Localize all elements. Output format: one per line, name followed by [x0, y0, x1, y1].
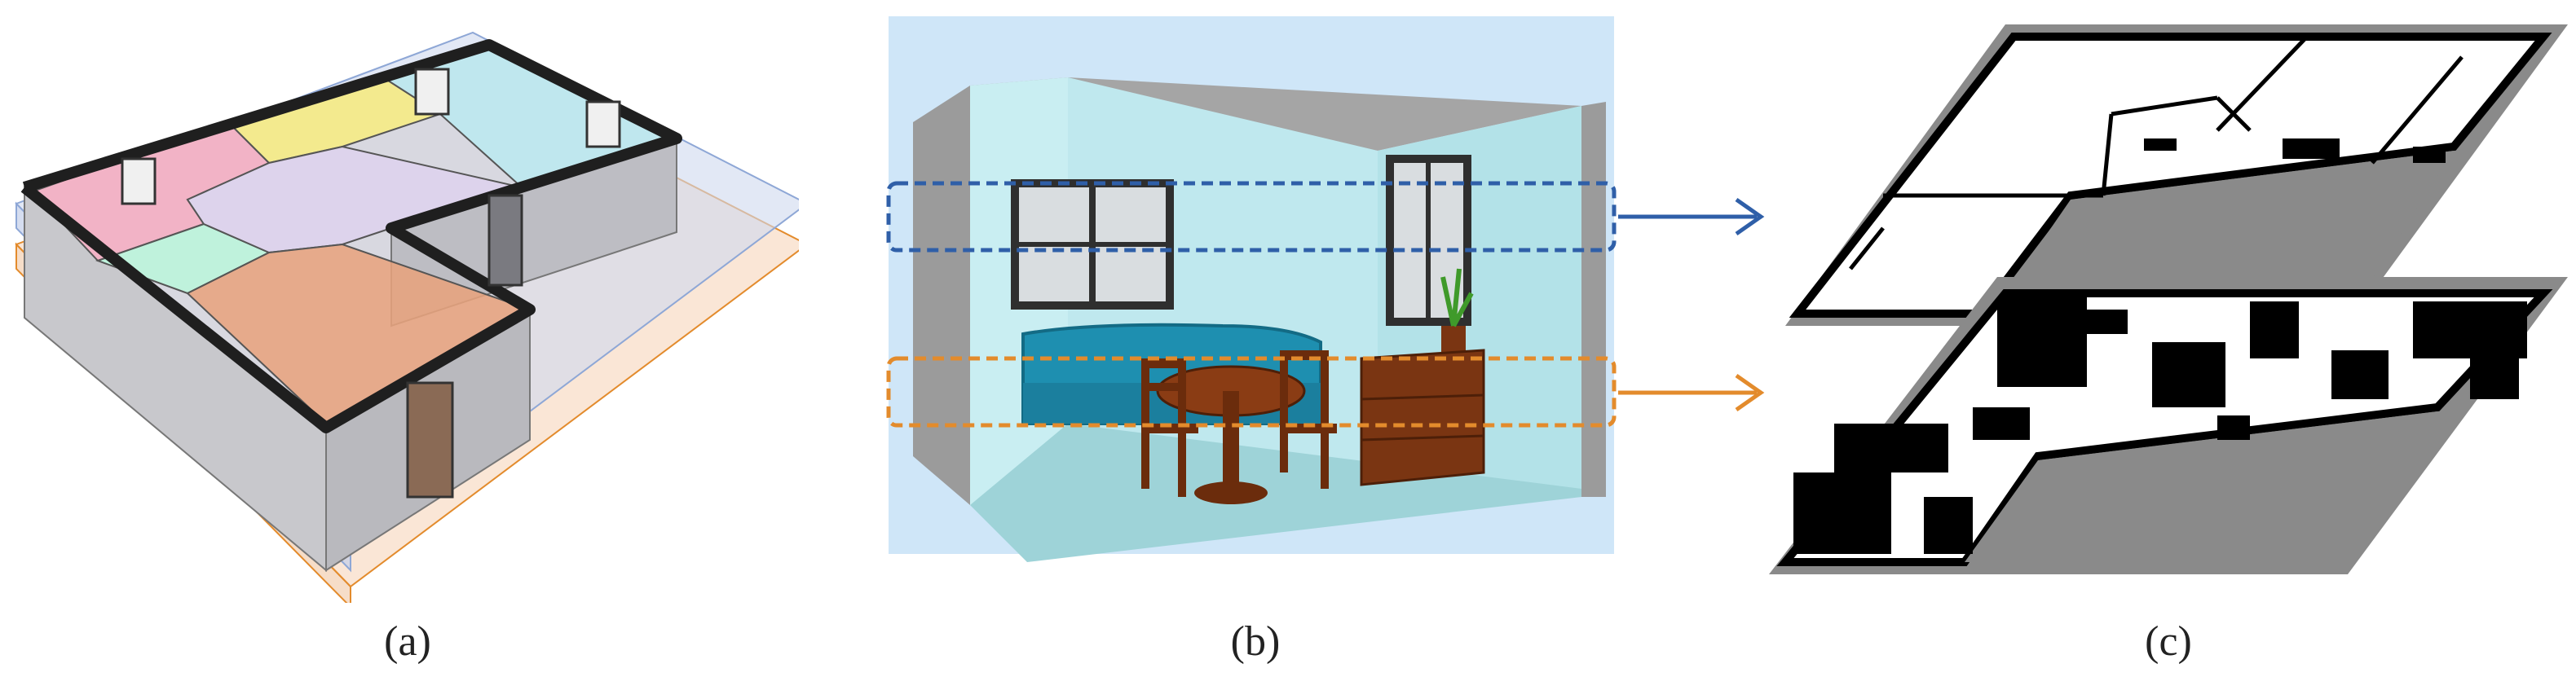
upper-slice-box [886, 181, 1617, 253]
scene-left-wall-outer [913, 86, 970, 505]
window-3 [585, 100, 621, 148]
caption-b: (b) [1230, 618, 1281, 665]
apartment-outer-walls [20, 39, 682, 433]
lower-occupancy-slice [1769, 277, 2568, 574]
scene-floor [970, 424, 1581, 562]
scene-plant-pot [1441, 326, 1466, 354]
panel-b-room-scene: (b) [880, 0, 1785, 665]
caption-a: (a) [384, 618, 431, 665]
scene-dresser [1360, 349, 1485, 486]
panel-a-3d-apartment: (a) [0, 0, 799, 665]
caption-c: (c) [2145, 618, 2192, 665]
window-2 [414, 68, 450, 116]
panel-c-occupancy-slices: (c) [1761, 0, 2576, 665]
apartment-illustration [15, 31, 799, 603]
door-2 [406, 381, 454, 499]
scene-right-wall-outer [1581, 102, 1606, 497]
room-scene-illustration [886, 16, 1765, 562]
lower-slice-box [886, 356, 1617, 428]
door-1 [487, 194, 523, 287]
upper-occupancy-slice [1785, 24, 2568, 326]
occupancy-slices-illustration [1769, 24, 2568, 574]
window-1 [121, 157, 157, 205]
scene-plant [1440, 268, 1474, 327]
room-orange [186, 243, 532, 425]
